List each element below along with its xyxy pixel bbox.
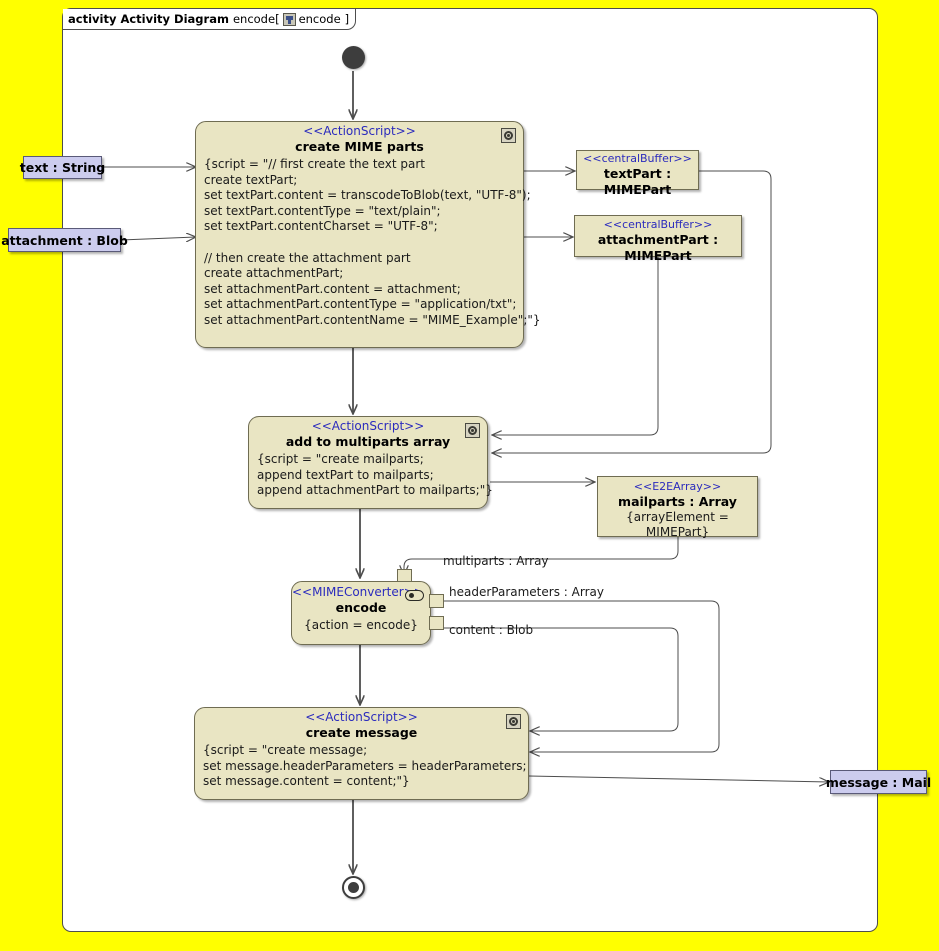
action-create-mime-parts[interactable]: <<ActionScript>> create MIME parts {scri… [195,121,541,348]
action-create-message[interactable]: <<ActionScript>> create message {script … [194,707,529,800]
frame-bracket-open: [ [275,12,280,26]
frame-keyword: activity Activity Diagram [68,12,229,26]
frame-name: encode [232,12,276,26]
node-script-body: {script = "create mailparts; append text… [257,452,493,498]
stereotype-label: <<ActionScript>> [311,419,425,433]
action-script-icon [506,714,521,729]
node-title: attachmentPart : MIMEPart [597,232,719,263]
frame-bracket-close: ] [344,12,350,26]
activity-parameter-message[interactable]: message : Mail [826,770,931,794]
node-title: encode [335,600,387,615]
stereotype-label: <<E2EArray>> [633,480,722,493]
call-behavior-icon [405,590,424,601]
object-node-mailparts[interactable]: <<E2EArray>> mailparts : Array {arrayEle… [597,476,758,539]
central-buffer-attachment-part[interactable]: <<centralBuffer>> attachmentPart : MIMEP… [574,215,742,263]
action-encode[interactable]: <<MIMEConverter>> encode {action = encod… [291,581,431,645]
central-buffer-text-part[interactable]: <<centralBuffer>> textPart : MIMEPart [576,150,699,197]
activity-final-node[interactable] [342,876,365,899]
pin-label-header-parameters: headerParameters : Array [449,585,604,599]
initial-node[interactable] [342,46,365,69]
stereotype-label: <<ActionScript>> [305,710,418,724]
action-script-icon [501,128,516,143]
stereotype-label: <<centralBuffer>> [583,152,692,165]
frame-title-tab[interactable]: activity Activity Diagram encode [ encod… [63,9,357,30]
stereotype-label: <<ActionScript>> [303,124,416,138]
stereotype-label: <<centralBuffer>> [603,218,713,231]
action-add-to-multiparts-array[interactable]: <<ActionScript>> add to multiparts array… [248,416,493,509]
activity-parameter-attachment[interactable]: attachment : Blob [1,228,128,252]
frame-inner-name: encode [298,12,341,26]
node-title: textPart : MIMEPart [603,166,672,197]
pin-label-content: content : Blob [449,623,534,637]
node-title: create message [305,725,418,740]
stereotype-label: <<MIMEConverter>> [292,585,424,599]
node-script-body: {script = "create message; set message.h… [203,743,527,789]
node-title: add to multiparts array [285,434,451,449]
pin-label-multiparts: multiparts : Array [443,554,549,568]
node-action-body: {action = encode} [304,618,418,632]
activity-diagram-icon [282,12,296,26]
node-script-body: {script = "// first create the text part… [204,157,541,327]
node-array-element: {arrayElement = MIMEPart} [626,510,729,539]
output-pin-header-parameters[interactable] [429,594,444,608]
output-pin-content[interactable] [429,616,444,630]
node-title: create MIME parts [295,139,424,154]
node-title: mailparts : Array [618,494,737,509]
activity-parameter-text[interactable]: text : String [20,156,105,179]
action-script-icon [465,423,480,438]
